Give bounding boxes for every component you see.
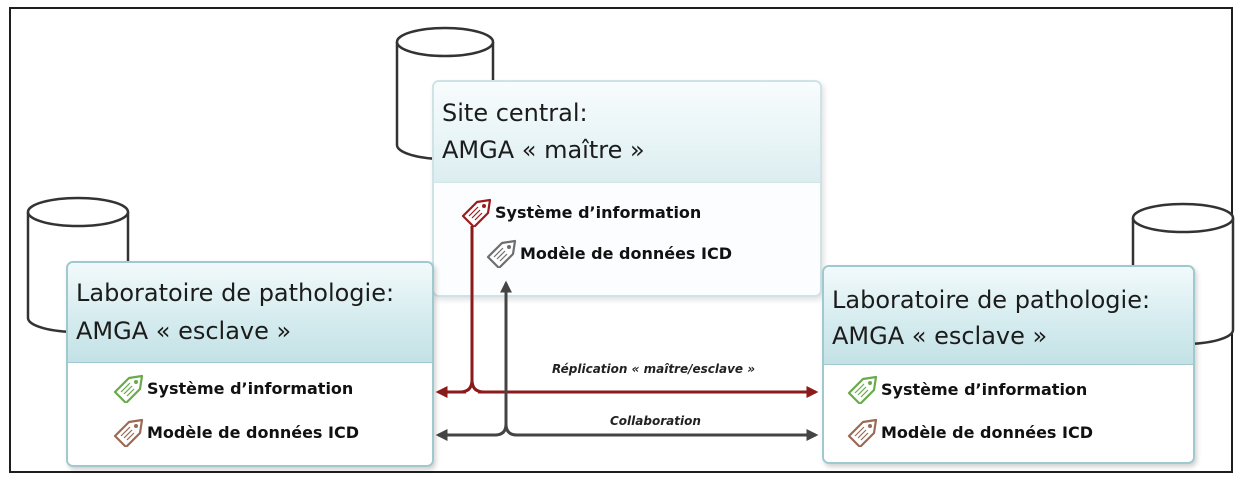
tag-icon: [847, 375, 878, 404]
right-item-modele-donnees: Modèle de données ICD: [846, 417, 1093, 447]
right-lab-box: Laboratoire de pathologie: AMGA « esclav…: [822, 265, 1195, 464]
replication-label: Réplication « maître/esclave »: [552, 362, 756, 376]
right-item-systeme-information: Système d’information: [846, 374, 1087, 404]
replication-stem: [470, 226, 498, 394]
left-item-systeme-information: Système d’information: [112, 373, 353, 403]
right-item-label: Modèle de données ICD: [881, 422, 1093, 442]
tag-icon: [461, 198, 492, 227]
central-site-box: Site central: AMGA « maître » Système d’…: [432, 80, 822, 297]
left-item-modele-donnees: Modèle de données ICD: [112, 417, 359, 447]
right-lab-title-line1: Laboratoire de pathologie:: [832, 286, 1151, 314]
central-item-label: Système d’information: [495, 202, 702, 222]
tag-icon: [113, 374, 144, 403]
left-item-label: Système d’information: [147, 378, 354, 398]
collaboration-stem-curve: [494, 423, 518, 437]
right-lab-header: Laboratoire de pathologie: AMGA « esclav…: [824, 267, 1193, 365]
left-lab-header: Laboratoire de pathologie: AMGA « esclav…: [68, 263, 432, 363]
central-site-title-line1: Site central:: [442, 99, 588, 127]
left-lab-body: Système d’information Modèle de données …: [68, 363, 432, 465]
tag-icon: [113, 418, 144, 447]
replication-connector: [435, 226, 819, 398]
right-item-label: Système d’information: [881, 379, 1088, 399]
collaboration-label: Collaboration: [610, 414, 701, 428]
right-lab-title-line2: AMGA « esclave »: [832, 322, 1048, 350]
collaboration-connector: [435, 280, 819, 441]
left-lab-title-line1: Laboratoire de pathologie:: [76, 279, 395, 307]
replication-stem-curve: [459, 379, 474, 394]
tag-icon: [486, 239, 517, 268]
central-site-title-line2: AMGA « maître »: [442, 136, 645, 164]
left-lab-box: Laboratoire de pathologie: AMGA « esclav…: [66, 261, 434, 467]
central-item-systeme-information: Système d’information: [460, 197, 701, 227]
central-item-modele-donnees: Modèle de données ICD: [485, 238, 732, 268]
right-lab-body: Système d’information Modèle de données …: [824, 365, 1193, 462]
tag-icon: [847, 418, 878, 447]
left-item-label: Modèle de données ICD: [147, 422, 359, 442]
left-lab-title-line2: AMGA « esclave »: [76, 317, 292, 345]
central-item-label: Modèle de données ICD: [520, 243, 732, 263]
central-site-header: Site central: AMGA « maître »: [434, 82, 820, 183]
central-site-body: Système d’information Modèle de données …: [434, 183, 820, 295]
